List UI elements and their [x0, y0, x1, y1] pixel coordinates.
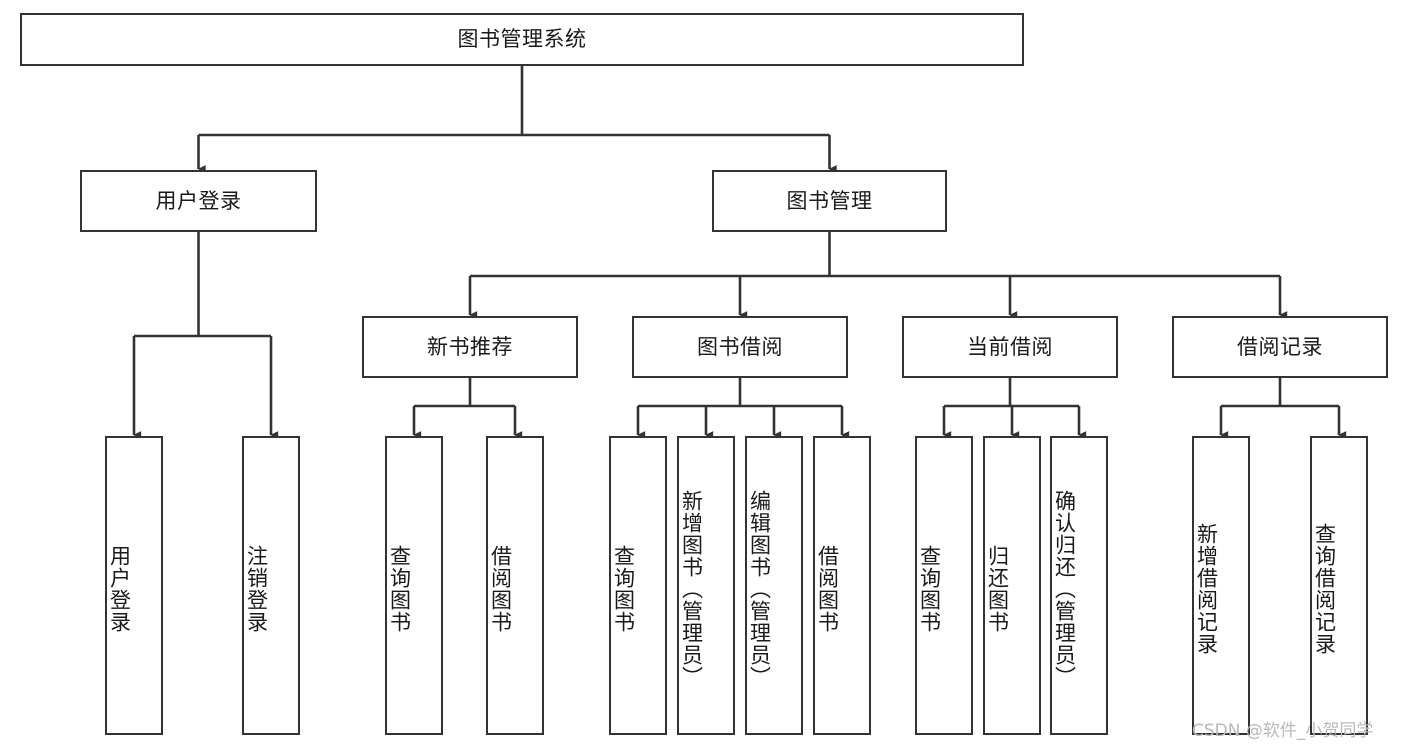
- leaf-bb-borrow-book-label: 借阅图书: [815, 544, 840, 633]
- leaf-bb-add-book-label: 新增图书（管理员）: [679, 489, 704, 688]
- node-current-borrowing-label: 当前借阅: [967, 334, 1053, 359]
- leaf-rec-borrow-book-label: 借阅图书: [488, 544, 513, 633]
- leaf-cb-return-book[interactable]: 归还图书: [983, 436, 1041, 735]
- node-root-label: 图书管理系统: [457, 27, 587, 52]
- leaf-bb-borrow-book[interactable]: 借阅图书: [813, 436, 871, 735]
- leaf-bb-edit-book-label: 编辑图书（管理员）: [747, 489, 772, 688]
- node-current-borrowing[interactable]: 当前借阅: [902, 316, 1118, 378]
- leaf-cb-return-book-label: 归还图书: [985, 544, 1010, 633]
- leaf-br-query-record[interactable]: 查询借阅记录: [1310, 436, 1368, 735]
- node-user-login[interactable]: 用户登录: [80, 170, 317, 232]
- node-borrowing-record-label: 借阅记录: [1237, 334, 1323, 359]
- leaf-logout[interactable]: 注销登录: [242, 436, 300, 735]
- leaf-br-add-record[interactable]: 新增借阅记录: [1192, 436, 1250, 735]
- node-user-login-label: 用户登录: [155, 188, 242, 213]
- leaf-cb-confirm-return[interactable]: 确认归还（管理员）: [1050, 436, 1108, 735]
- node-new-book-recommendation-label: 新书推荐: [427, 334, 513, 359]
- leaf-rec-query-book[interactable]: 查询图书: [385, 436, 443, 735]
- leaf-rec-query-book-label: 查询图书: [387, 544, 412, 633]
- leaf-user-login-label: 用户登录: [107, 544, 132, 633]
- leaf-user-login[interactable]: 用户登录: [105, 436, 163, 735]
- node-book-borrowing-label: 图书借阅: [697, 334, 783, 359]
- node-new-book-recommendation[interactable]: 新书推荐: [362, 316, 578, 378]
- leaf-bb-edit-book[interactable]: 编辑图书（管理员）: [745, 436, 803, 735]
- leaf-bb-query-book[interactable]: 查询图书: [609, 436, 667, 735]
- leaf-cb-query-book[interactable]: 查询图书: [915, 436, 973, 735]
- leaf-rec-borrow-book[interactable]: 借阅图书: [486, 436, 544, 735]
- leaf-cb-confirm-return-label: 确认归还（管理员）: [1052, 489, 1077, 688]
- leaf-logout-label: 注销登录: [244, 544, 269, 633]
- node-book-management[interactable]: 图书管理: [712, 170, 947, 232]
- node-root[interactable]: 图书管理系统: [20, 13, 1024, 66]
- node-borrowing-record[interactable]: 借阅记录: [1172, 316, 1388, 378]
- leaf-br-add-record-label: 新增借阅记录: [1194, 522, 1219, 655]
- csdn-watermark: CSDN @软件_小贺同学: [1192, 721, 1374, 741]
- node-book-management-label: 图书管理: [786, 188, 873, 213]
- leaf-bb-query-book-label: 查询图书: [611, 544, 636, 633]
- node-book-borrowing[interactable]: 图书借阅: [632, 316, 848, 378]
- leaf-cb-query-book-label: 查询图书: [917, 544, 942, 633]
- leaf-br-query-record-label: 查询借阅记录: [1312, 522, 1337, 655]
- leaf-bb-add-book[interactable]: 新增图书（管理员）: [677, 436, 735, 735]
